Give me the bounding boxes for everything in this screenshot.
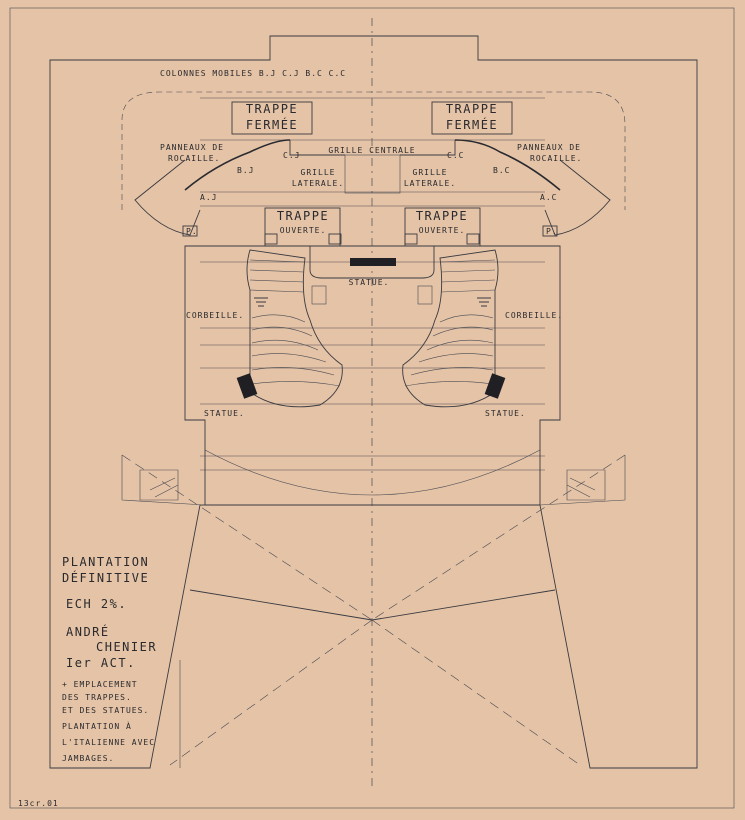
mark-cj: C.J <box>283 151 300 160</box>
staircase-left <box>236 249 343 408</box>
mark-p-left: P. <box>186 227 198 236</box>
title-note-1: + EMPLACEMENT <box>62 680 138 689</box>
mark-cc: C.C <box>447 151 464 160</box>
label-panels-right-2: ROCAILLE. <box>530 154 582 163</box>
mark-bj: B.J <box>237 166 254 175</box>
label-statue-center: STATUE. <box>349 278 390 287</box>
title-scale: ECH 2%. <box>66 597 127 611</box>
marker-p-3 <box>264 233 278 245</box>
mark-bc: B.C <box>493 166 510 175</box>
title-note-6: JAMBAGES. <box>62 754 114 763</box>
title-note-3: ET DES STATUES. <box>62 706 149 715</box>
wing-right <box>539 455 626 506</box>
marker-p-2 <box>542 225 558 237</box>
statue-center-block <box>350 258 396 266</box>
stage-contour <box>121 91 626 210</box>
stage-lines <box>200 97 545 471</box>
label-trap-open-right-1: TRAPPE <box>416 209 468 223</box>
archive-mark: 13cr.01 <box>18 799 59 808</box>
mark-ac: A.C <box>540 193 557 202</box>
rocaille-panel-right <box>454 139 561 191</box>
label-trap-closed-right-2: FERMÉE <box>446 117 498 132</box>
marker-p-5 <box>404 233 418 245</box>
label-lateral-left-1: GRILLE <box>301 168 336 177</box>
title-line-1: PLANTATION <box>62 555 149 569</box>
label-trap-closed-left-2: FERMÉE <box>246 117 298 132</box>
title-block: PLANTATION DÉFINITIVE ECH 2%. ANDRÉ CHEN… <box>62 555 181 768</box>
label-panels-left-1: PANNEAUX DE <box>160 143 224 152</box>
label-lateral-left-2: LATERALE. <box>292 179 344 188</box>
trap-closed-left <box>231 101 313 135</box>
corbeille-symbol-right <box>477 297 491 307</box>
trap-open-left <box>264 207 341 247</box>
marker-p-1 <box>182 225 198 237</box>
title-opera-2: CHENIER <box>96 640 157 654</box>
sight-lines <box>121 454 626 766</box>
grille-central-box <box>344 154 401 194</box>
title-note-2: DES TRAPPES. <box>62 693 132 702</box>
label-lateral-right-2: LATERALE. <box>404 179 456 188</box>
label-trap-open-left-1: TRAPPE <box>277 209 329 223</box>
label-panels-right-1: PANNEAUX DE <box>517 143 581 152</box>
marker-p-4 <box>328 233 342 245</box>
title-line-2: DÉFINITIVE <box>62 570 149 585</box>
stage-outline <box>49 35 698 769</box>
label-trap-open-left-2: OUVERTE. <box>280 226 327 235</box>
label-mobile-columns: COLONNES MOBILES B.J C.J B.C C.C <box>160 69 346 78</box>
corbeille-symbol-left <box>254 297 268 307</box>
title-opera-1: ANDRÉ <box>66 624 110 639</box>
label-trap-open-right-2: OUVERTE. <box>419 226 466 235</box>
wing-left <box>121 455 206 506</box>
mark-aj: A.J <box>200 193 217 202</box>
pedestal-right <box>417 285 433 305</box>
label-statue-right: STATUE. <box>485 409 526 418</box>
mark-p-right: P. <box>546 227 558 236</box>
statue-platform <box>309 245 435 279</box>
label-panels-left-2: ROCAILLE. <box>168 154 220 163</box>
label-corbeille-left: CORBEILLE. <box>186 311 244 320</box>
label-trap-closed-left-1: TRAPPE <box>246 102 298 116</box>
trap-closed-right <box>431 101 513 135</box>
label-statue-left: STATUE. <box>204 409 245 418</box>
title-act: Ier ACT. <box>66 656 136 670</box>
sheet-border <box>9 7 735 809</box>
wing-hatch-left <box>149 477 179 498</box>
label-trap-closed-right-1: TRAPPE <box>446 102 498 116</box>
rocaille-panel-left <box>184 139 291 191</box>
title-note-4: PLANTATION À <box>62 720 132 731</box>
grille-central-stair <box>289 140 456 156</box>
staircase-right <box>402 249 506 408</box>
side-fan-left <box>134 159 201 236</box>
side-fan-right <box>544 159 611 236</box>
forestage-arc <box>204 449 541 496</box>
wing-hatch-right <box>566 477 596 498</box>
trap-open-right <box>404 207 481 247</box>
label-central-grille: GRILLE CENTRALE <box>328 146 415 155</box>
label-corbeille-right: CORBEILLE. <box>505 311 563 320</box>
label-lateral-right-1: GRILLE <box>413 168 448 177</box>
title-note-5: L'ITALIENNE AVEC <box>62 738 155 747</box>
marker-p-6 <box>466 233 480 245</box>
pedestal-left <box>311 285 327 305</box>
